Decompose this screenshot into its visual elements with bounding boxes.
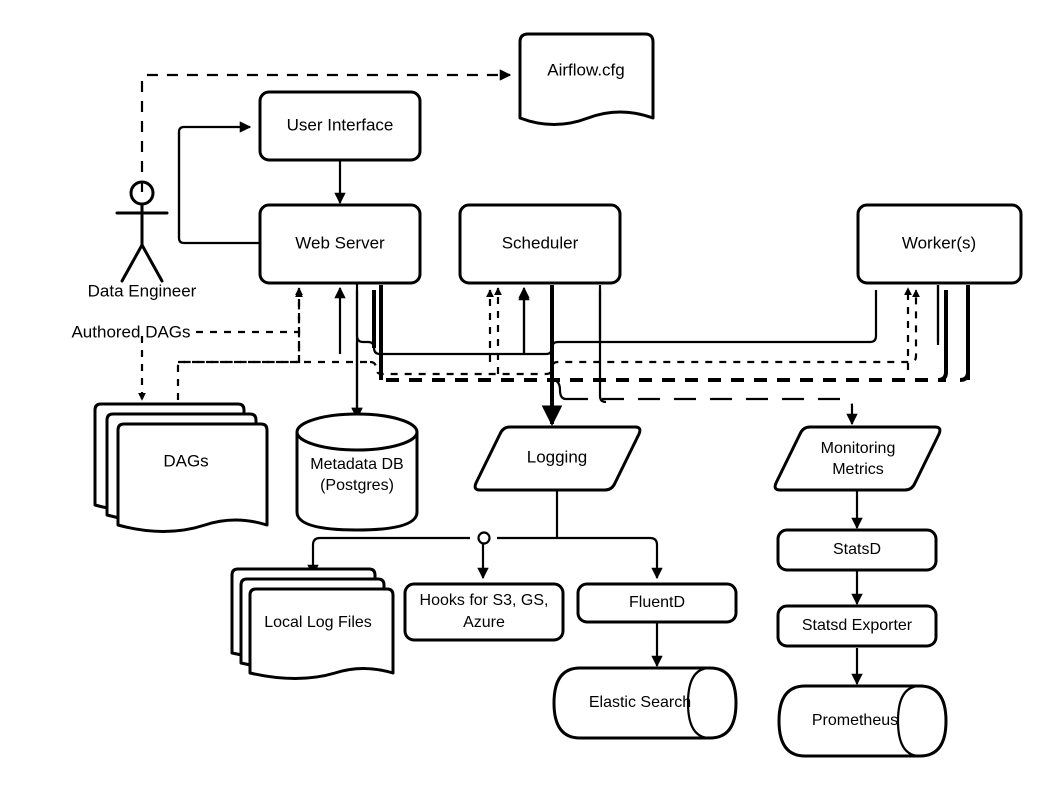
edge-logging-fanout — [307, 490, 663, 580]
node-elastic-search[interactable]: Elastic Search — [552, 666, 738, 740]
actor-label-data-engineer: Data Engineer — [88, 281, 197, 300]
node-workers[interactable]: Worker(s) — [856, 203, 1023, 285]
node-dags[interactable]: DAGs — [93, 402, 269, 533]
node-fluentd[interactable]: FluentD — [576, 582, 738, 624]
node-label-statsd-exporter: Statsd Exporter — [802, 617, 913, 634]
node-label-metadata-db-line2: (Postgres) — [320, 477, 394, 494]
node-label-web-server: Web Server — [295, 233, 385, 252]
node-logging[interactable]: Logging — [473, 425, 642, 492]
edge-webserver-to-engineer — [177, 121, 260, 245]
node-statsd[interactable]: StatsD — [776, 528, 938, 572]
node-label-fluentd: FluentD — [629, 594, 685, 611]
node-hooks[interactable]: Hooks for S3, GS, Azure — [403, 582, 565, 642]
node-label-airflow-cfg: Airflow.cfg — [547, 60, 624, 79]
node-prometheus[interactable]: Prometheus — [777, 684, 948, 758]
line-jump-dot — [477, 531, 491, 545]
node-scheduler[interactable]: Scheduler — [458, 203, 622, 285]
node-label-statsd: StatsD — [833, 541, 881, 558]
node-label-monitoring-line1: Monitoring — [821, 440, 896, 457]
risers-into-scheduler — [494, 285, 602, 380]
edge-bundle-fine-dashed — [178, 289, 920, 376]
edge-dags-to-webserver — [176, 289, 303, 400]
node-label-prometheus: Prometheus — [812, 712, 898, 729]
risers-into-webserver — [295, 285, 383, 380]
node-label-hooks-line1: Hooks for S3, GS, — [420, 592, 549, 609]
edge-bundle-long-dashed — [551, 378, 858, 426]
node-label-user-interface: User Interface — [287, 115, 394, 134]
node-user-interface[interactable]: User Interface — [258, 90, 422, 162]
node-statsd-exporter[interactable]: Statsd Exporter — [776, 604, 938, 648]
node-label-elastic-search: Elastic Search — [589, 694, 691, 711]
node-label-hooks-line2: Azure — [463, 614, 505, 631]
node-label-dags: DAGs — [163, 451, 208, 470]
node-label-monitoring-line2: Metrics — [832, 461, 884, 478]
node-monitoring-metrics[interactable]: Monitoring Metrics — [773, 425, 942, 492]
edge-scheduler-risers — [518, 288, 607, 404]
node-label-local-log-files: Local Log Files — [264, 614, 372, 631]
node-label-scheduler: Scheduler — [502, 233, 579, 252]
node-web-server[interactable]: Web Server — [258, 203, 422, 285]
worker-bundle-overlay — [936, 285, 970, 382]
edge-bundle-solid — [351, 290, 878, 420]
actor-data-engineer[interactable]: Data Engineer — [88, 180, 197, 300]
edge-label-authored-dags: Authored DAGs — [71, 322, 190, 341]
edge-bundle-thick-dashed — [372, 290, 948, 427]
node-label-logging: Logging — [527, 447, 588, 466]
node-label-workers: Worker(s) — [902, 233, 976, 252]
node-label-metadata-db-line1: Metadata DB — [310, 456, 403, 473]
node-metadata-db[interactable]: Metadata DB (Postgres) — [295, 412, 419, 532]
node-airflow-cfg[interactable]: Airflow.cfg — [518, 32, 655, 126]
node-local-log-files[interactable]: Local Log Files — [230, 567, 395, 680]
